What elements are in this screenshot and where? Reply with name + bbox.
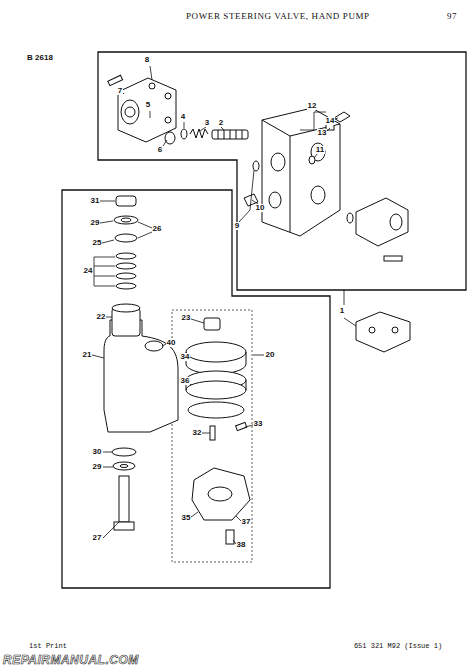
callout-number: 3 <box>204 119 210 127</box>
print-note: 1st Print <box>29 643 67 650</box>
part-number: 651 321 M92 (Issue 1) <box>354 643 442 650</box>
callout-number: 27 <box>92 534 103 542</box>
watermark: REPAIRMANUAL.COM <box>3 654 139 666</box>
figure-code: B 2618 <box>26 54 54 62</box>
nut <box>116 196 136 206</box>
callout-number: 38 <box>236 541 247 549</box>
callout-number: 8 <box>144 56 150 64</box>
callout-number: 14 <box>325 117 336 125</box>
bolt <box>108 75 123 85</box>
o-ring <box>145 341 163 351</box>
group-frame <box>98 52 466 290</box>
callout-number: 10 <box>255 204 266 212</box>
group-frame <box>62 190 330 588</box>
shaft <box>119 476 129 522</box>
o-ring <box>165 132 175 144</box>
callout-number: 5 <box>145 101 151 109</box>
callout-number: 31 <box>90 197 101 205</box>
port-bore <box>121 100 139 124</box>
callout-number: 11 <box>315 146 325 154</box>
callout-number: 2 <box>218 119 224 127</box>
callout-number: 12 <box>307 102 318 110</box>
callout-number: 35 <box>181 514 192 522</box>
callout-number: 7 <box>117 87 123 95</box>
callout-number: 40 <box>166 339 177 347</box>
callout-number: 13 <box>317 129 328 137</box>
plate <box>186 342 246 362</box>
page-number: 97 <box>447 12 457 21</box>
callout-number: 30 <box>92 448 103 456</box>
valve-body <box>262 108 340 236</box>
leader-lines <box>92 66 356 544</box>
rotor <box>192 468 250 520</box>
callout-number: 23 <box>181 314 192 322</box>
callout-number: 26 <box>152 225 163 233</box>
callout-number: 25 <box>92 239 103 247</box>
callout-number: 29 <box>90 219 101 227</box>
callout-number: 20 <box>265 351 276 359</box>
elbow-block <box>356 198 408 246</box>
callout-number: 22 <box>96 313 107 321</box>
page-title: POWER STEERING VALVE, HAND PUMP <box>186 12 370 21</box>
callout-number: 36 <box>180 377 191 385</box>
callout-number: 34 <box>180 353 191 361</box>
callout-number: 29 <box>92 463 103 471</box>
spring <box>190 129 208 138</box>
subassembly-box <box>172 310 252 562</box>
callout-number: 9 <box>234 222 240 230</box>
callout-number: 6 <box>157 146 163 154</box>
spool <box>212 130 248 139</box>
callout-number: 24 <box>83 267 94 275</box>
callout-number: 33 <box>253 420 264 428</box>
callout-number: 21 <box>82 351 93 359</box>
callout-number: 1 <box>339 307 345 315</box>
callout-number: 32 <box>192 429 203 437</box>
bolt <box>226 530 234 544</box>
pump-housing <box>104 320 178 432</box>
valve-assembly <box>356 312 410 352</box>
bolt <box>384 256 402 261</box>
callout-number: 4 <box>180 113 186 121</box>
callout-number: 37 <box>241 518 252 526</box>
